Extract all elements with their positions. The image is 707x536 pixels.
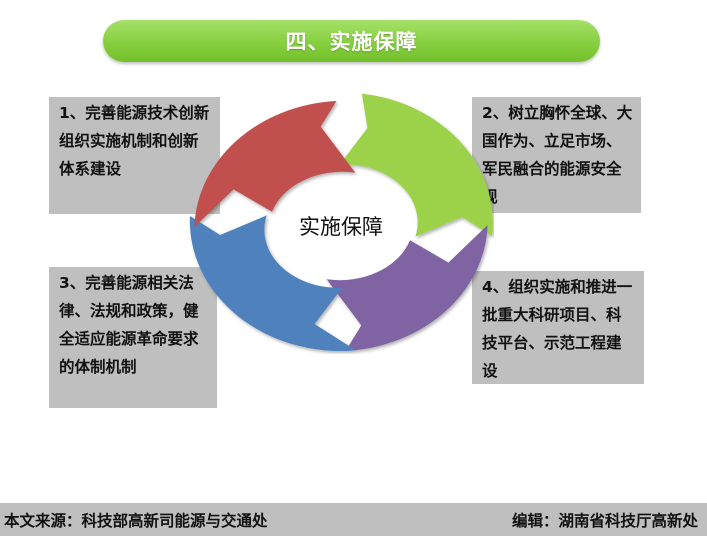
editor-text: 编辑：湖南省科技厅高新处 [511, 511, 698, 530]
page-title: 四、实施保障 [285, 30, 418, 54]
center-label: 实施保障 [299, 215, 383, 239]
cycle-segment-blue [189, 215, 356, 352]
cycle-segment-purple [326, 225, 488, 351]
item-box-2: 2、树立胸怀全球、大国作为、立足市场、军民融合的能源安全观 [472, 97, 641, 213]
title-banner: 四、实施保障 [103, 20, 600, 62]
cycle-segment-green [339, 93, 493, 237]
item-box-3: 3、完善能源相关法律、法规和政策，健全适应能源革命要求的体制机制 [49, 267, 217, 408]
item-box-4: 4、组织实施和推进一批重大科研项目、科技平台、示范工程建设 [472, 271, 644, 384]
cycle-segment-red [194, 101, 356, 227]
footer-bar: 本文来源：科技部高新司能源与交通处 编辑：湖南省科技厅高新处 [0, 503, 707, 536]
cycle-diagram: 实施保障 [189, 93, 493, 352]
item-box-1: 1、完善能源技术创新组织实施机制和创新体系建设 [49, 97, 220, 214]
source-text: 本文来源：科技部高新司能源与交通处 [4, 511, 268, 530]
